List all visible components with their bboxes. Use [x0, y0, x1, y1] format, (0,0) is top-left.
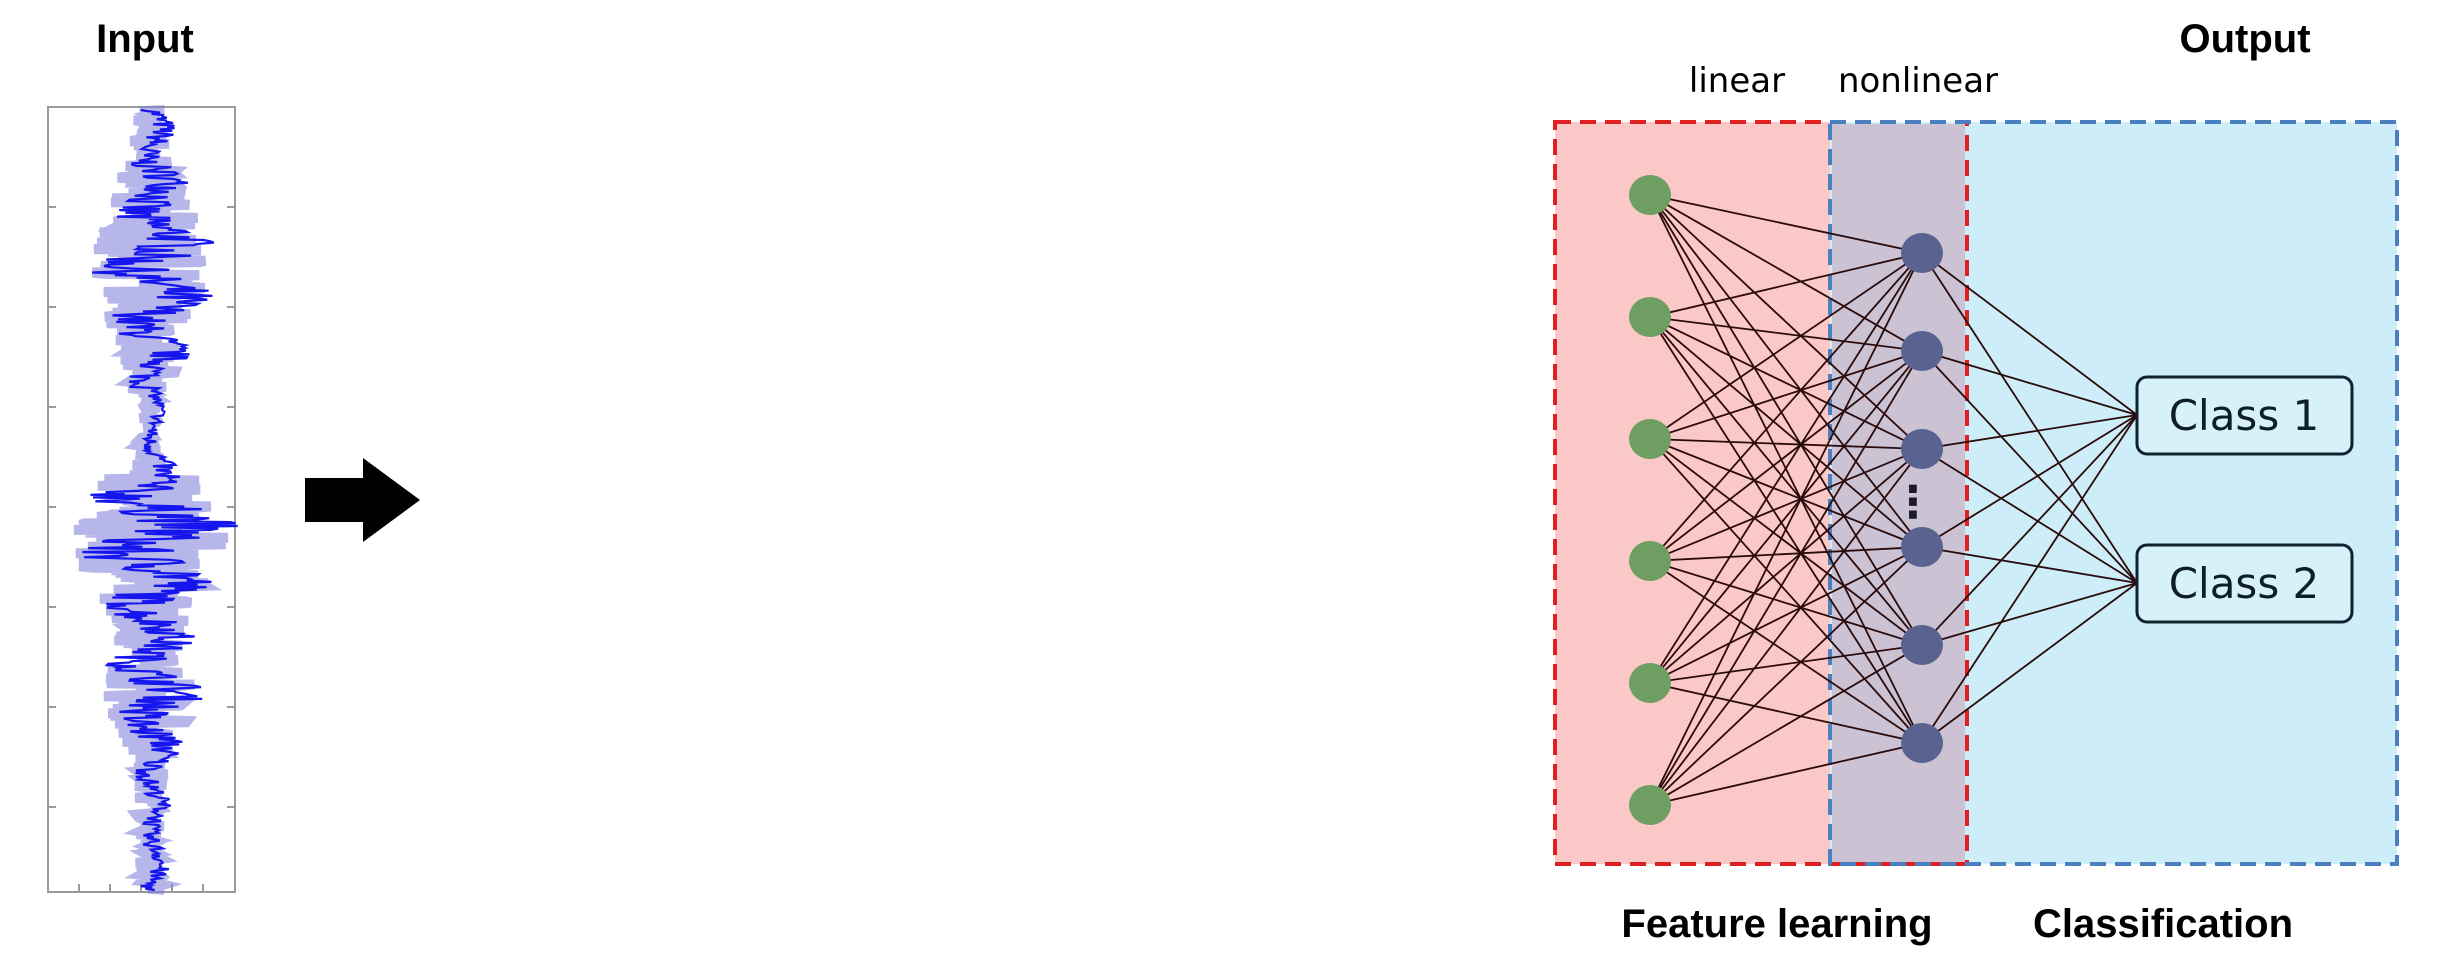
network-nodes [1629, 175, 1943, 825]
edge-input-hidden [1649, 252, 1923, 562]
edge-hidden-class [1921, 414, 2138, 744]
hidden-node [1901, 429, 1943, 469]
feature-learning-border [1553, 120, 1969, 866]
hidden-layer-ellipsis: ⋮ [1891, 477, 1935, 528]
edge-input-hidden [1649, 560, 1923, 646]
hidden-node [1901, 723, 1943, 763]
edge-input-hidden [1649, 560, 1923, 744]
edge-hidden-class [1921, 414, 2138, 548]
hidden-node [1901, 625, 1943, 665]
input-node [1629, 175, 1671, 215]
edge-hidden-class [1921, 350, 2138, 584]
edge-hidden-class [1921, 252, 2138, 416]
edge-hidden-class [1921, 350, 2138, 416]
edge-input-hidden [1649, 252, 1923, 684]
edge-input-hidden [1649, 194, 1923, 254]
edge-input-hidden [1649, 448, 1923, 562]
signal-plot-ticks [48, 106, 235, 892]
input-node [1629, 785, 1671, 825]
input-node [1629, 663, 1671, 703]
input-node [1629, 419, 1671, 459]
edge-input-hidden [1649, 438, 1923, 548]
edge-hidden-class [1921, 252, 2138, 584]
edge-input-hidden [1649, 350, 1923, 440]
edge-input-hidden [1649, 438, 1923, 646]
edge-input-hidden [1649, 644, 1923, 806]
edge-input-hidden [1649, 350, 1923, 562]
feature-learning-label: Feature learning [1621, 902, 1932, 946]
network-edges [1649, 194, 2138, 806]
input-signal-plot [47, 105, 238, 895]
class-1-box: Class 1 [2135, 375, 2354, 456]
input-node [1629, 297, 1671, 337]
edge-input-hidden [1649, 742, 1923, 806]
edge-input-hidden [1649, 438, 1923, 450]
edge-hidden-class [1921, 414, 2138, 646]
edge-input-hidden [1649, 448, 1923, 684]
classification-border [1828, 120, 2399, 866]
edge-hidden-class [1921, 546, 2138, 584]
right-arrow-icon [305, 458, 420, 542]
edge-input-hidden [1649, 644, 1923, 684]
signal-trace [82, 108, 238, 892]
edge-hidden-class [1921, 582, 2138, 744]
edge-hidden-class [1921, 414, 2138, 450]
class-1-label: Class 1 [2169, 391, 2320, 440]
hidden-node [1901, 233, 1943, 273]
edge-input-hidden [1649, 350, 1923, 806]
edge-input-hidden [1649, 252, 1923, 440]
input-title: Input [96, 17, 194, 61]
edge-input-hidden [1649, 546, 1923, 806]
edge-input-hidden [1649, 682, 1923, 744]
hidden-node [1901, 527, 1943, 567]
edge-hidden-class [1921, 582, 2138, 646]
edge-input-hidden [1649, 350, 1923, 684]
edge-input-hidden [1649, 252, 1923, 806]
edge-input-hidden [1649, 546, 1923, 562]
hidden-node [1901, 331, 1943, 371]
region-overlap [1832, 124, 1965, 862]
classification-label: Classification [2033, 902, 2293, 946]
edge-input-hidden [1649, 252, 1923, 318]
edge-input-hidden [1649, 438, 1923, 744]
edge-input-hidden [1649, 448, 1923, 806]
edge-hidden-class [1921, 448, 2138, 584]
output-title: Output [2179, 17, 2310, 61]
input-node [1629, 541, 1671, 581]
nonlinear-layer-label: nonlinear [1838, 61, 1998, 101]
class-2-box: Class 2 [2135, 543, 2354, 624]
linear-layer-label: linear [1689, 61, 1785, 101]
class-2-label: Class 2 [2169, 559, 2320, 608]
edge-input-hidden [1649, 546, 1923, 684]
